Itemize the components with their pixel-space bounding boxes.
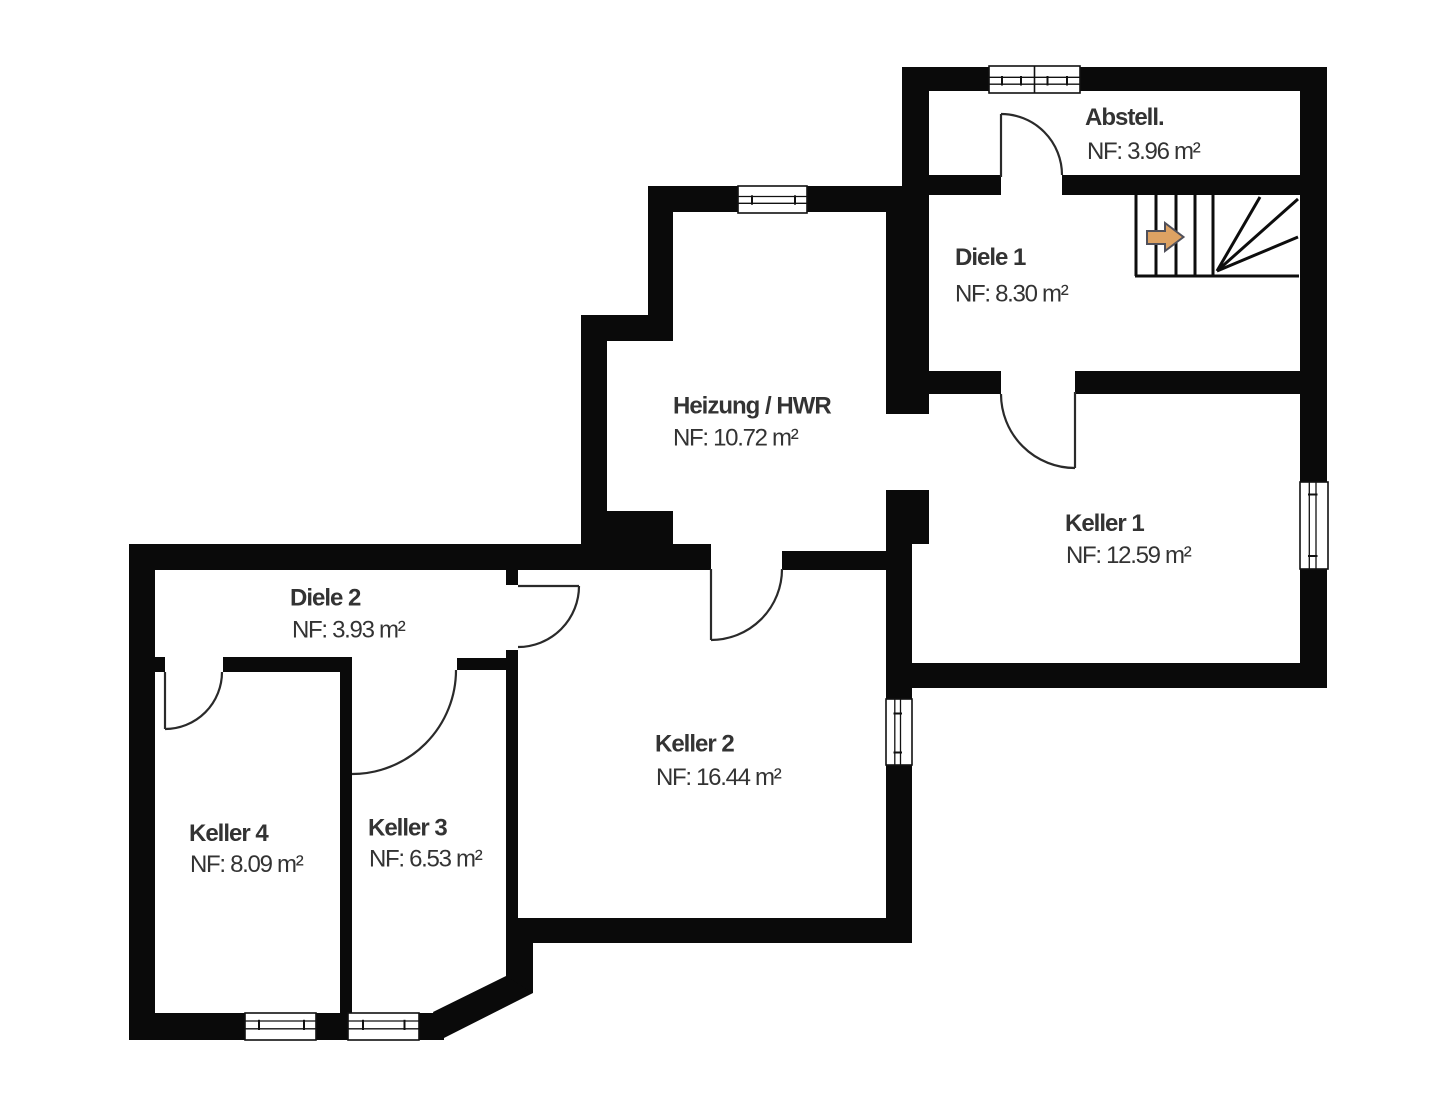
svg-text:NF: 12.59 m²: NF: 12.59 m² (1066, 542, 1192, 569)
svg-text:Keller 1: Keller 1 (1065, 510, 1144, 537)
svg-text:NF: 8.30 m²: NF: 8.30 m² (955, 281, 1069, 308)
svg-text:NF: 3.96 m²: NF: 3.96 m² (1087, 138, 1201, 165)
svg-text:Keller 2: Keller 2 (655, 731, 734, 758)
svg-text:Diele 1: Diele 1 (955, 244, 1026, 271)
svg-text:NF: 8.09 m²: NF: 8.09 m² (190, 851, 304, 878)
svg-text:NF: 10.72 m²: NF: 10.72 m² (673, 425, 799, 452)
svg-text:NF: 16.44 m²: NF: 16.44 m² (656, 764, 782, 791)
svg-text:Keller 3: Keller 3 (368, 815, 447, 842)
svg-text:Heizung / HWR: Heizung / HWR (673, 393, 831, 420)
svg-text:Keller 4: Keller 4 (189, 820, 269, 847)
svg-text:Abstell.: Abstell. (1085, 104, 1164, 131)
svg-text:NF: 3.93 m²: NF: 3.93 m² (292, 617, 406, 644)
svg-text:Diele 2: Diele 2 (290, 585, 361, 612)
svg-text:NF: 6.53 m²: NF: 6.53 m² (369, 846, 483, 873)
